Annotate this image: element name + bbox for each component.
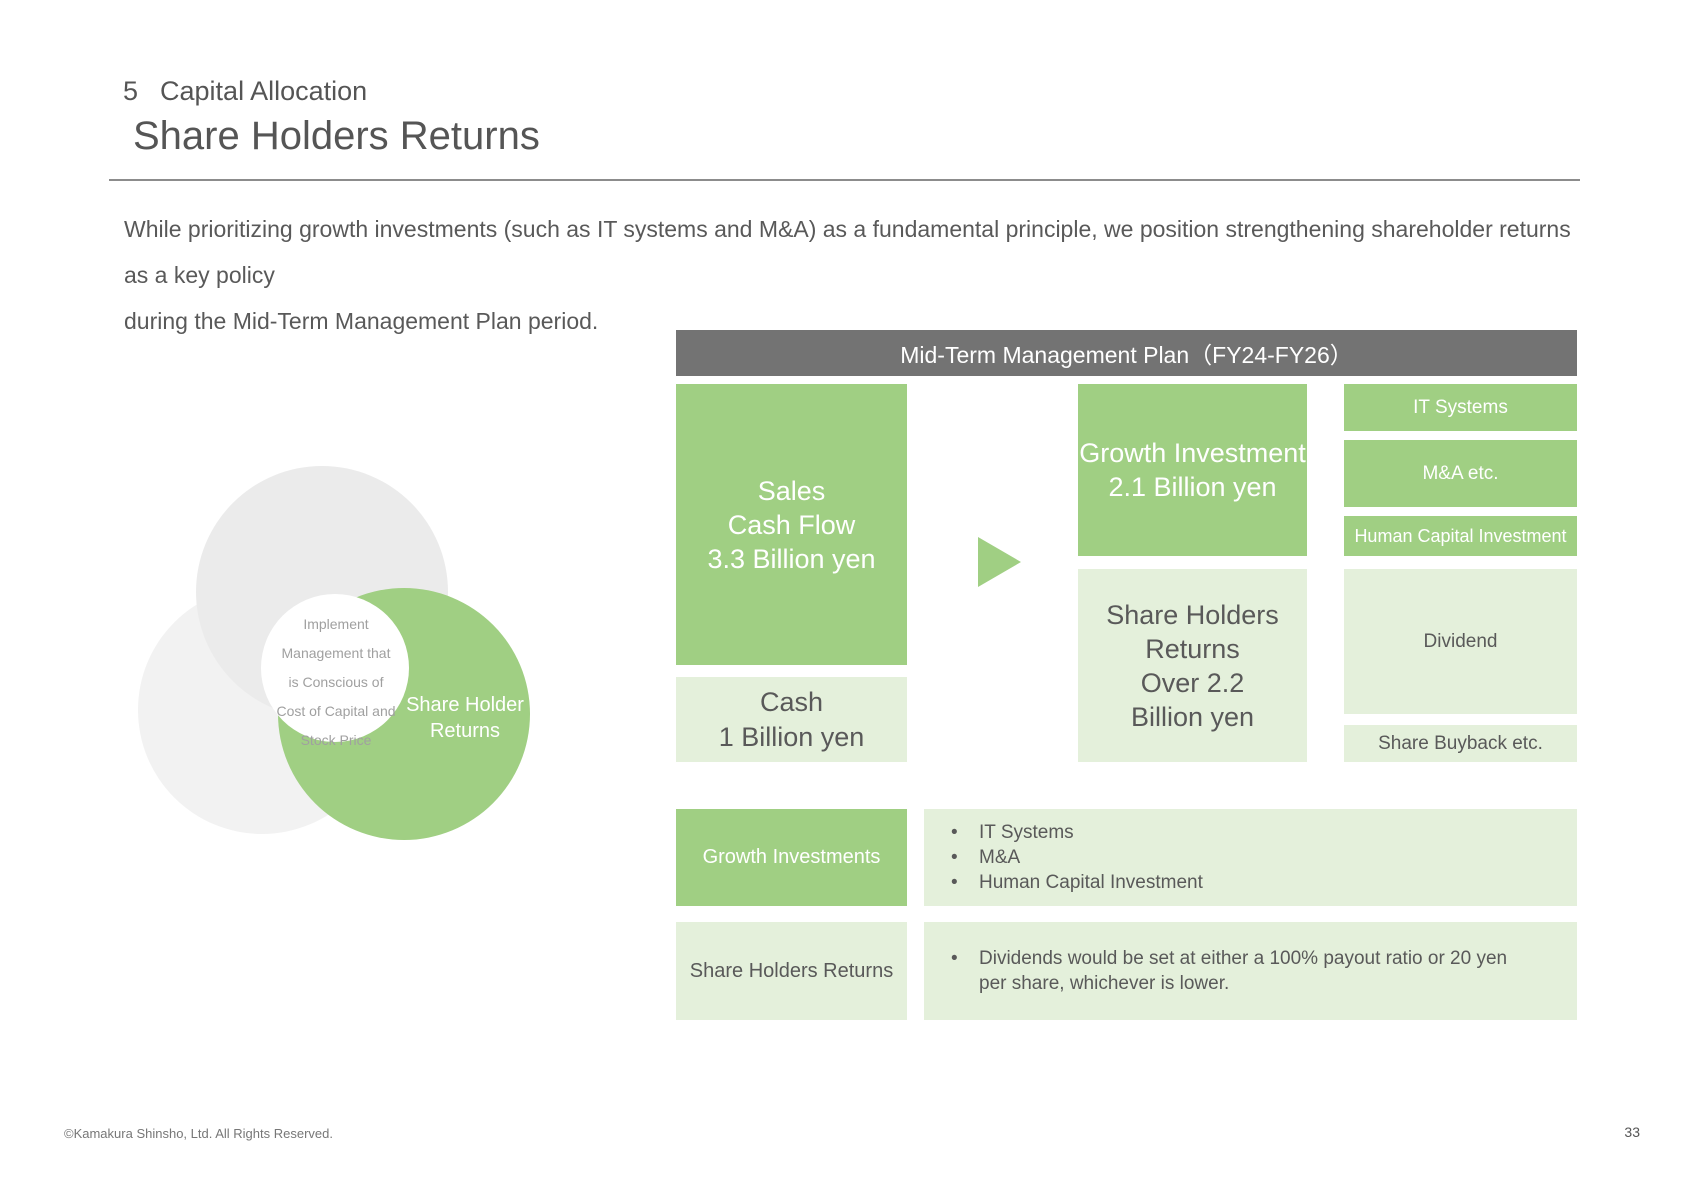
growth-investments-list: IT Systems M&A Human Capital Investment (924, 809, 1577, 906)
share-buyback-box: Share Buyback etc. (1344, 725, 1577, 762)
cash-line: 1 Billion yen (718, 721, 865, 752)
list-item: IT Systems (938, 820, 1577, 845)
cash-box: Cash 1 Billion yen (676, 677, 907, 762)
sales-cash-flow-box: Sales Cash Flow 3.3 Billion yen (676, 384, 907, 665)
section-label: 5 Capital Allocation (123, 76, 367, 107)
venn-highlight-line: Share Holder (406, 694, 524, 716)
share-holders-returns-label: Share Holders Returns (676, 922, 907, 1020)
growth-investment-box: Growth Investment 2.1 Billion yen (1078, 384, 1307, 556)
venn-center-line: Implement (303, 616, 369, 632)
intro-line-2: during the Mid-Term Management Plan peri… (124, 308, 599, 334)
ma-box: M&A etc. (1344, 440, 1577, 507)
arrow-right-icon (978, 537, 1021, 587)
venn-diagram (130, 460, 550, 860)
section-name: Capital Allocation (160, 76, 368, 106)
returns-line: Share Holders (1106, 599, 1279, 630)
dividend-box: Dividend (1344, 569, 1577, 714)
list-item: M&A (938, 845, 1577, 870)
list-item: Dividends would be set at either a 100% … (938, 946, 1537, 996)
venn-center-circle (261, 594, 409, 742)
copyright: ©Kamakura Shinsho, Ltd. All Rights Reser… (64, 1126, 333, 1141)
growth-line: Growth Investment (1079, 438, 1306, 468)
returns-line: Returns (1145, 633, 1240, 664)
title-divider (109, 179, 1580, 181)
venn-center-line: Cost of Capital and (276, 703, 396, 719)
page-number: 33 (1624, 1124, 1640, 1140)
section-number: 5 (123, 76, 139, 106)
venn-share-holder-label: Share Holder Returns (402, 692, 528, 744)
human-capital-box: Human Capital Investment (1344, 516, 1577, 556)
intro-text: While prioritizing growth investments (s… (124, 206, 1574, 344)
venn-center-line: Management that (281, 645, 391, 661)
sales-line: 3.3 Billion yen (707, 543, 876, 574)
cash-line: Cash (759, 686, 824, 717)
sales-line: Sales (757, 475, 826, 506)
venn-highlight-line: Returns (429, 720, 501, 742)
share-holders-returns-box: Share Holders Returns Over 2.2 Billion y… (1078, 569, 1307, 762)
intro-line-1: While prioritizing growth investments (s… (124, 216, 1571, 288)
returns-line: Over 2.2 (1140, 667, 1245, 698)
venn-center-line: is Conscious of (288, 674, 384, 690)
page-title: Share Holders Returns (133, 114, 540, 158)
growth-investments-label: Growth Investments (676, 809, 907, 906)
venn-center-line: Stock Price (300, 732, 372, 748)
sales-line: Cash Flow (727, 509, 856, 540)
share-holders-returns-list: Dividends would be set at either a 100% … (924, 922, 1577, 1020)
returns-line: Billion yen (1130, 701, 1255, 732)
venn-center-text: Implement Management that is Conscious o… (262, 610, 410, 755)
it-systems-box: IT Systems (1344, 384, 1577, 431)
plan-header-bar: Mid-Term Management Plan（FY24-FY26） (676, 330, 1577, 376)
growth-line: 2.1 Billion yen (1108, 472, 1277, 502)
list-item: Human Capital Investment (938, 870, 1577, 895)
